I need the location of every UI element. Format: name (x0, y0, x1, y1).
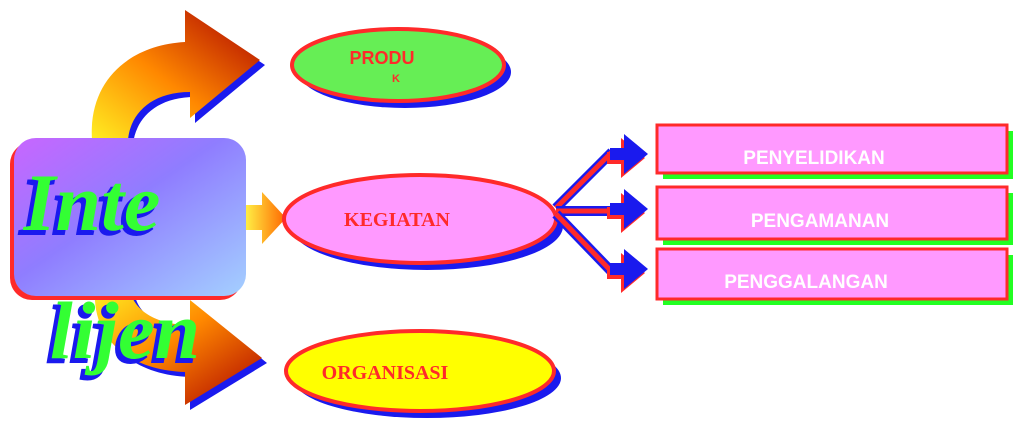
center-word-line2-shadow: lijen (46, 289, 196, 380)
center-word-line2: lijen (50, 285, 200, 376)
kegiatan-label: KEGIATAN (344, 209, 450, 231)
curved-arrow-down (94, 290, 268, 410)
box-penyelidikan-label: PENYELIDIKAN (743, 148, 884, 169)
connector-lines (552, 148, 616, 276)
curved-arrow-up (91, 10, 265, 145)
arrow-to-kegiatan (246, 192, 286, 244)
ellipse-produk: PRODU K (290, 27, 511, 108)
arrow-to-penggalangan (607, 249, 648, 293)
produk-label: PRODU (349, 48, 414, 68)
center-word-line1-fg: Inte (23, 157, 161, 248)
produk-label-cut: K (392, 73, 400, 85)
box-penyelidikan: PENYELIDIKAN (655, 123, 1013, 179)
arrow-to-penyelidikan (607, 134, 648, 178)
box-pengamanan-label: PENGAMANAN (751, 211, 889, 232)
ellipse-organisasi: ORGANISASI (284, 329, 561, 418)
arrow-to-pengamanan (607, 189, 648, 233)
ellipse-kegiatan: KEGIATAN (282, 173, 563, 270)
organisasi-label: ORGANISASI (322, 362, 449, 384)
box-pengamanan: PENGAMANAN (655, 185, 1013, 245)
center-box: Inte Inte lijen lijen (10, 138, 246, 381)
center-word-line1: Inte (19, 161, 157, 252)
box-penggalangan-label: PENGGALANGAN (724, 272, 888, 293)
box-penggalangan: PENGGALANGAN (655, 247, 1013, 305)
